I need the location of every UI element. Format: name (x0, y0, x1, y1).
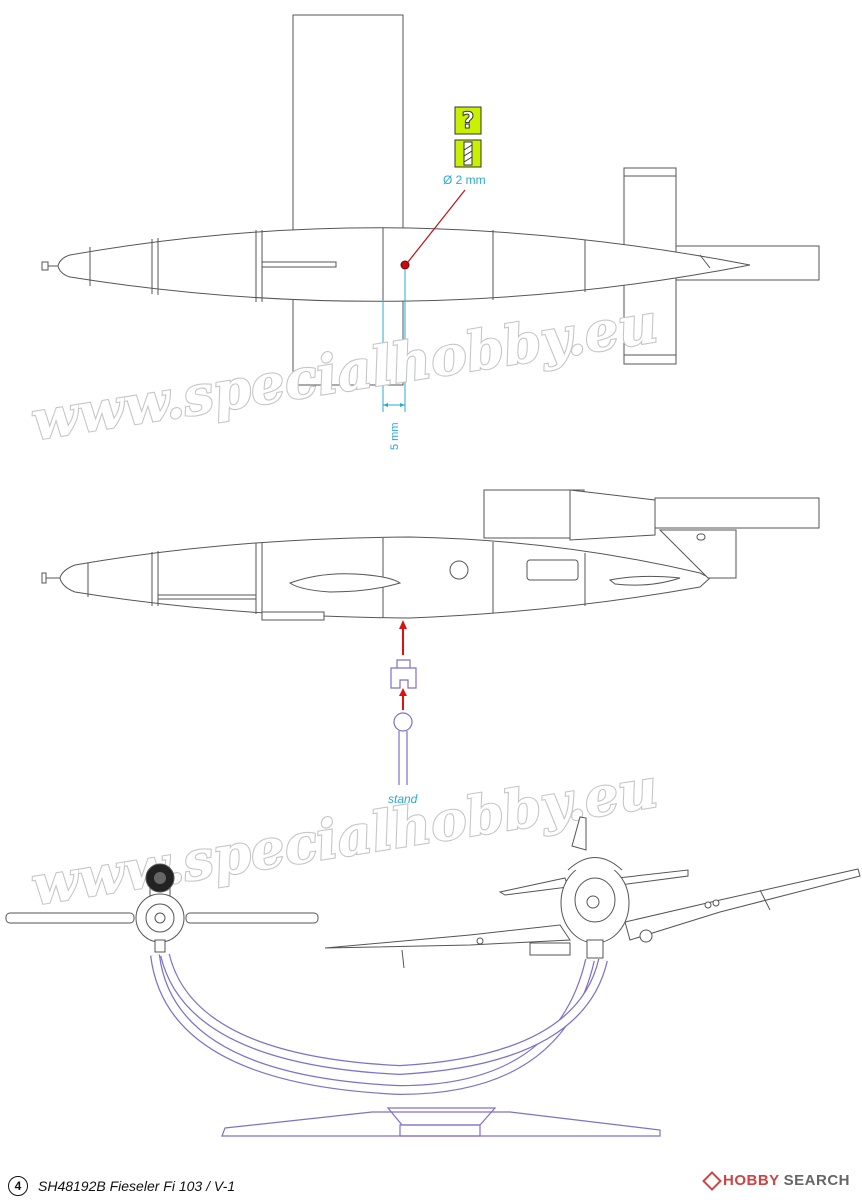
top-wing (292, 14, 404, 386)
footer: 4 SH48192B Fieseler Fi 103 / V-1 (8, 1176, 235, 1196)
brand-suffix: SEARCH (783, 1172, 850, 1189)
stand-pin (393, 712, 413, 785)
drill-icon (454, 139, 482, 168)
kit-title: SH48192B Fieseler Fi 103 / V-1 (38, 1178, 236, 1194)
stand-adapter (390, 659, 417, 689)
aircraft-front-view (324, 816, 861, 969)
side-pulsejet (483, 489, 585, 539)
drill-leader (407, 189, 466, 263)
stand-label: stand (388, 792, 418, 806)
offset-dimension: 5 mm (382, 270, 406, 451)
side-view: stand (41, 489, 820, 806)
v1-front-view (5, 863, 319, 953)
step-number: 4 (8, 1176, 28, 1196)
display-stand (150, 953, 661, 1137)
top-view: 5 mm ? Ø 2 mm (41, 14, 820, 451)
brand-icon (702, 1170, 722, 1191)
svg-text:?: ? (462, 109, 475, 134)
brand-name: HOBBY (722, 1172, 780, 1189)
brand-logo: HOBBY SEARCH (702, 1170, 850, 1191)
unknown-part-icon: ? (454, 106, 482, 135)
drill-diameter-label: Ø 2 mm (443, 173, 486, 187)
offset-label: 5 mm (389, 423, 401, 451)
display-scene (5, 816, 861, 1137)
drill-point (400, 260, 410, 270)
